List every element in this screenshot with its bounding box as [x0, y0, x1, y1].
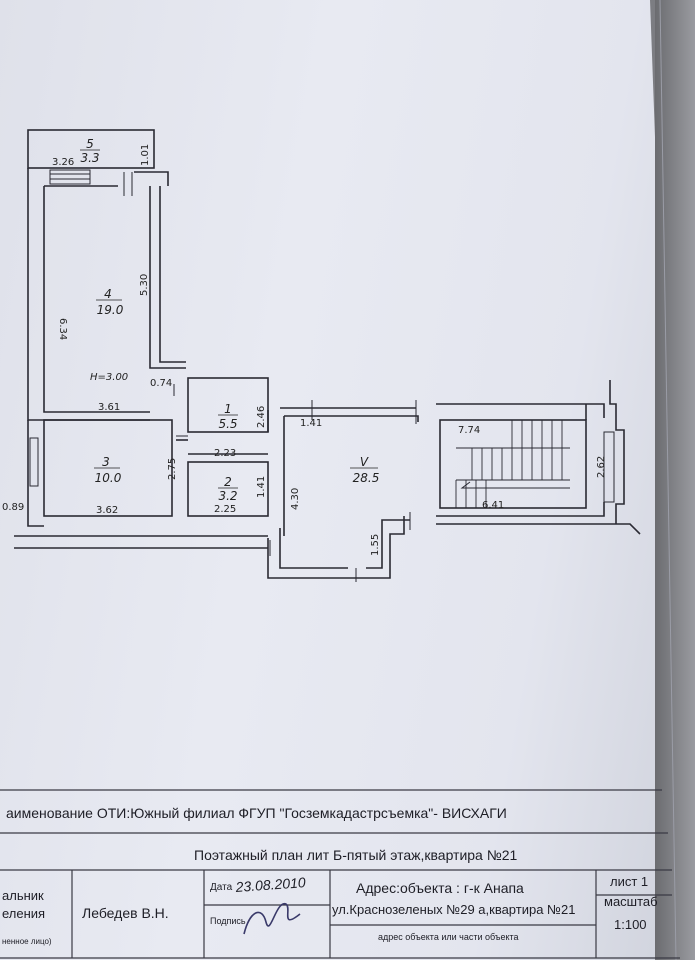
role-line-1: альник	[2, 888, 44, 903]
stair-arrow	[460, 481, 570, 489]
dimension-labels: 3.26 1.01 5.30 6.34 H=3.00 0.74 3.61 2.4…	[2, 144, 607, 556]
room-3-area: 10.0	[95, 471, 122, 485]
signature-mark	[243, 903, 301, 935]
address-value: ул.Краснозеленых №29 а,квартира №21	[332, 902, 575, 917]
person-name: Лебедев В.Н.	[82, 905, 169, 921]
date-value: 23.08.2010	[234, 874, 306, 895]
organization-name: аименование ОТИ:Южный филиал ФГУП "Госзе…	[6, 805, 507, 821]
room-3-number: 3	[102, 455, 110, 469]
scale-value: 1:100	[614, 917, 647, 932]
room-1-area: 5.5	[218, 417, 237, 431]
page-shadow	[655, 0, 695, 960]
dim-1-41-top: 1.41	[300, 418, 322, 429]
role-note: ненное лицо)	[2, 937, 52, 946]
stairwell-outline	[439, 419, 587, 509]
dim-2-46: 2.46	[256, 406, 267, 428]
dim-4-30: 4.30	[290, 488, 301, 510]
room-4-area: 19.0	[97, 303, 124, 317]
dim-3-61: 3.61	[98, 402, 120, 413]
dim-1-55: 1.55	[370, 534, 381, 556]
address-caption: адрес объекта или части объекта	[378, 932, 519, 942]
room-2-number: 2	[224, 475, 232, 489]
dim-7-74: 7.74	[458, 425, 480, 436]
scale-label: масштаб	[604, 894, 658, 909]
room-5-number: 5	[86, 137, 94, 151]
door-ticks	[123, 172, 417, 582]
room-5-area: 3.3	[80, 151, 99, 165]
room-v-number: V	[360, 455, 369, 469]
dim-2-75: 2.75	[167, 458, 178, 480]
address-label: Адрес:объекта : г-к Анапа	[356, 880, 524, 896]
room4-wall-left	[27, 168, 150, 421]
dim-6-34: 6.34	[57, 318, 68, 340]
room-v-area: 28.5	[353, 471, 380, 485]
date-label: Дата	[210, 882, 233, 893]
dim-3-62: 3.62	[96, 505, 118, 516]
walls	[14, 129, 641, 582]
dim-0-89: 0.89	[2, 502, 24, 513]
dim-2-62: 2.62	[596, 456, 607, 478]
room1-outline	[187, 377, 269, 433]
balcony-window	[49, 169, 91, 185]
dim-1-01: 1.01	[140, 144, 151, 166]
balcony-outline	[27, 129, 155, 169]
role-line-2: еления	[2, 906, 45, 921]
dim-2-23: 2.23	[214, 448, 236, 459]
dim-2-25: 2.25	[214, 504, 236, 515]
sheet-number: лист 1	[610, 874, 648, 889]
dim-0-74: 0.74	[150, 378, 172, 389]
sheet-edge-line	[659, 0, 677, 960]
room-4-number: 4	[104, 287, 112, 301]
room-2-area: 3.2	[218, 489, 237, 503]
room-1-number: 1	[224, 402, 232, 416]
title-block	[0, 789, 680, 959]
dim-5-30: 5.30	[139, 274, 150, 296]
room3-outline	[43, 419, 173, 517]
room-labels: 5 3.3 4 19.0 1 5.5 3 10.0 2 3.2 V 28.5	[80, 137, 379, 503]
dim-6-41: 6.41	[482, 500, 504, 511]
room2-outline	[187, 461, 269, 517]
dim-1-41-side: 1.41	[256, 476, 267, 498]
dim-3-26: 3.26	[52, 157, 74, 168]
plan-title: Поэтажный план лит Б-пятый этаж,квартира…	[194, 847, 518, 863]
dim-height: H=3.00	[90, 372, 128, 383]
signature-label: Подпись	[210, 916, 246, 926]
